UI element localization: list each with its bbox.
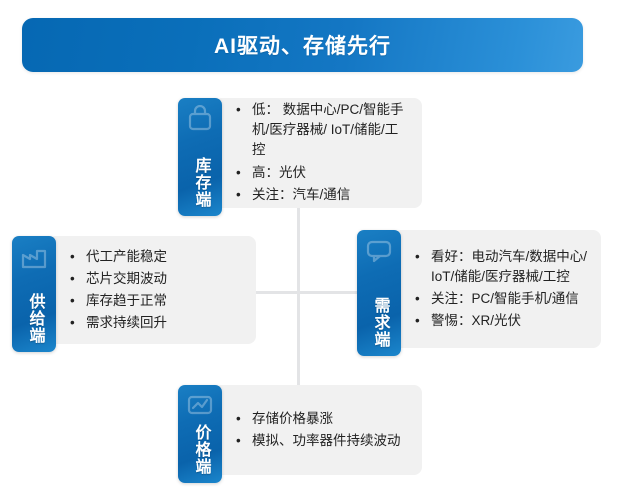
speech-bubble-icon <box>364 237 394 263</box>
factory-icon <box>19 243 49 269</box>
page-title-banner: AI驱动、存储先行 <box>22 18 583 72</box>
tab-price-label: 价格端 <box>192 424 210 475</box>
panel-inventory: • 低： 数据中心/PC/智能手机/医疗器械/ IoT/储能/工控 • 高：光伏… <box>214 98 422 208</box>
lock-icon <box>185 105 215 131</box>
list-item: • 芯片交期波动 <box>70 268 244 290</box>
trend-chart-icon <box>185 392 215 418</box>
tab-inventory[interactable]: 库存端 <box>178 98 222 216</box>
list-item-text: 存储价格暴涨 <box>252 410 333 426</box>
tab-inventory-label: 库存端 <box>192 157 210 208</box>
bullet-marker: • <box>415 248 420 264</box>
tab-price[interactable]: 价格端 <box>178 385 222 483</box>
list-item-text: 模拟、功率器件持续波动 <box>252 433 401 448</box>
list-item-text: 芯片交期波动 <box>86 270 167 286</box>
list-item-text: 代工产能稳定 <box>86 248 167 264</box>
connector-horizontal-right <box>297 291 363 294</box>
tab-supply-label: 供给端 <box>26 293 44 344</box>
list-item-text: 高：光伏 <box>252 164 306 180</box>
list-item-text: 关注：PC/智能手机/通信 <box>431 291 579 306</box>
list-item-text: 看好：电动汽车/数据中心/ IoT/储能/医疗器械/工控 <box>431 248 588 284</box>
list-item: • 低： 数据中心/PC/智能手机/医疗器械/ IoT/储能/工控 <box>236 99 410 162</box>
bullet-marker: • <box>70 248 75 264</box>
bullet-marker: • <box>236 186 241 202</box>
list-item: • 高：光伏 <box>236 162 410 184</box>
block-demand: 需求端 • 看好：电动汽车/数据中心/ IoT/储能/医疗器械/工控 • 关注：… <box>357 230 601 356</box>
panel-supply: • 代工产能稳定 • 芯片交期波动 • 库存趋于正常 • 需求持续回升 <box>48 236 256 344</box>
list-item: • 警惕：XR/光伏 <box>415 310 589 332</box>
list-item-text: 警惕：XR/光伏 <box>431 313 522 329</box>
block-inventory: 库存端 • 低： 数据中心/PC/智能手机/医疗器械/ IoT/储能/工控 • … <box>178 98 422 216</box>
list-item: • 看好：电动汽车/数据中心/ IoT/储能/医疗器械/工控 <box>415 246 589 289</box>
list-item: • 模拟、功率器件持续波动 <box>236 430 410 452</box>
bullet-marker: • <box>415 313 420 329</box>
list-item: • 代工产能稳定 <box>70 246 244 268</box>
list-item-text: 需求持续回升 <box>86 315 167 331</box>
bullet-marker: • <box>236 164 241 180</box>
tab-supply[interactable]: 供给端 <box>12 236 56 352</box>
page-title: AI驱动、存储先行 <box>214 35 391 58</box>
connector-vertical-bottom <box>297 292 300 392</box>
connector-horizontal-left <box>246 291 300 294</box>
panel-demand: • 看好：电动汽车/数据中心/ IoT/储能/医疗器械/工控 • 关注：PC/智… <box>393 230 601 348</box>
list-item-text: 库存趋于正常 <box>86 293 167 308</box>
block-price: 价格端 • 存储价格暴涨 • 模拟、功率器件持续波动 <box>178 385 422 483</box>
tab-demand[interactable]: 需求端 <box>357 230 401 356</box>
list-item: • 关注：汽车/通信 <box>236 184 410 206</box>
bullet-marker: • <box>70 293 75 308</box>
list-item: • 关注：PC/智能手机/通信 <box>415 288 589 310</box>
panel-price: • 存储价格暴涨 • 模拟、功率器件持续波动 <box>214 385 422 475</box>
connector-vertical-top <box>297 203 300 293</box>
bullet-marker: • <box>415 291 420 306</box>
list-item: • 库存趋于正常 <box>70 290 244 312</box>
block-supply: 供给端 • 代工产能稳定 • 芯片交期波动 • 库存趋于正常 • 需求持续回升 <box>12 236 256 352</box>
bullet-marker: • <box>70 270 75 286</box>
tab-demand-label: 需求端 <box>371 297 389 348</box>
bullet-marker: • <box>70 315 75 331</box>
list-item: • 需求持续回升 <box>70 312 244 334</box>
bullet-marker: • <box>236 410 241 426</box>
list-item-text: 关注：汽车/通信 <box>252 186 351 202</box>
bullet-marker: • <box>236 433 241 448</box>
bullet-marker: • <box>236 101 241 117</box>
list-item: • 存储价格暴涨 <box>236 408 410 430</box>
list-item-text: 低： 数据中心/PC/智能手机/医疗器械/ IoT/储能/工控 <box>252 101 404 158</box>
